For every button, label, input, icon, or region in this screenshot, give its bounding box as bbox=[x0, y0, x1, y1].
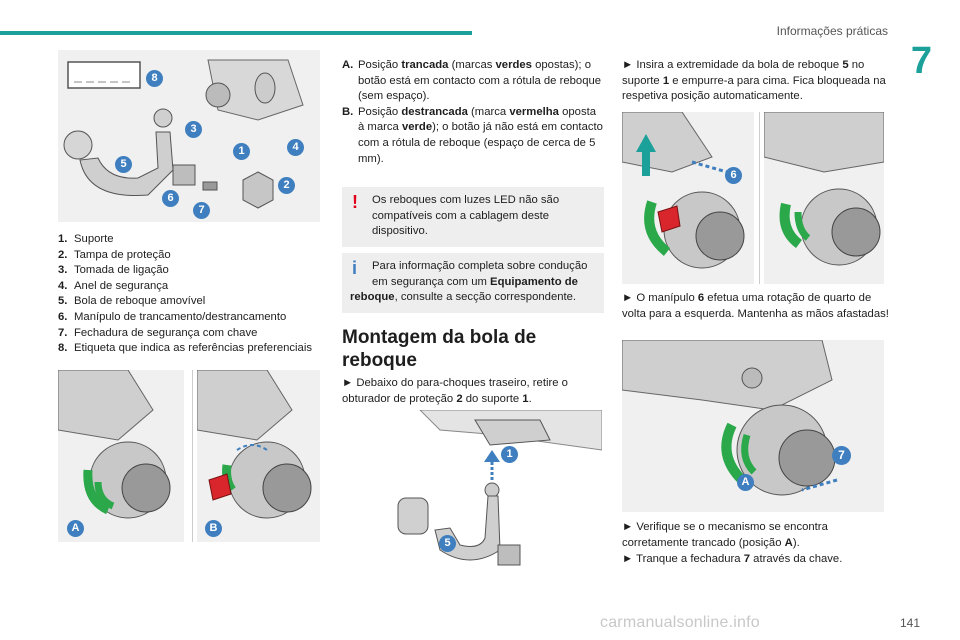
mounting-figure: 1 5 bbox=[380, 410, 602, 582]
section-heading: Montagem da bola de reboque bbox=[342, 327, 537, 371]
callout-7: 7 bbox=[193, 202, 210, 219]
section-title: Informações práticas bbox=[776, 24, 888, 38]
towbar-components-drawing bbox=[63, 59, 304, 209]
legend-item: 7.Fechadura de segurança com chave bbox=[58, 326, 258, 339]
unlocked-position-figure: B bbox=[197, 370, 320, 542]
protective-cap bbox=[63, 130, 93, 160]
position-b-label: B bbox=[205, 520, 222, 537]
info-note: i Para informação completa sobre conduçã… bbox=[342, 253, 604, 313]
legend-item: 3.Tomada de ligação bbox=[58, 264, 169, 277]
header-accent-bar bbox=[0, 31, 472, 35]
green-mark bbox=[83, 469, 111, 515]
step-3: ► O manípulo 6 efetua uma rotação de qua… bbox=[622, 292, 889, 320]
page-number: 141 bbox=[899, 616, 920, 630]
step-4: ► Verifique se o mecanismo se encontra c… bbox=[622, 521, 828, 549]
position-b-item: B. Posição destrancada (marca vermelha o… bbox=[342, 105, 603, 165]
step-5: ► Tranque a fechadura 7 através da chave… bbox=[622, 553, 843, 565]
mount-callout-1: 1 bbox=[501, 446, 518, 463]
legend-item: 5.Bola de reboque amovível bbox=[58, 295, 206, 308]
watermark: carmanualsonline.info bbox=[600, 614, 760, 631]
positions-description: A. Posição trancada (marcas verdes opost… bbox=[342, 58, 604, 167]
step-1: ► Debaixo do para-choques traseiro, reti… bbox=[342, 377, 568, 405]
callout-4: 4 bbox=[287, 139, 304, 156]
towbar-components-figure: 8 3 1 4 5 2 6 7 bbox=[58, 50, 320, 222]
legend-item: 8.Etiqueta que indica as referências pre… bbox=[58, 342, 313, 355]
locking-figure: 7 A bbox=[622, 340, 884, 512]
legend-item: 2.Tampa de proteção bbox=[58, 248, 171, 261]
callout-6: 6 bbox=[162, 190, 179, 207]
warning-note: ! Os reboques com luzes LED não são comp… bbox=[342, 187, 604, 247]
callout-3: 3 bbox=[185, 121, 202, 138]
chapter-number: 7 bbox=[910, 40, 932, 82]
insert-figure-right bbox=[764, 112, 884, 284]
warning-icon: ! bbox=[352, 192, 358, 212]
legend-item: 1.Suporte bbox=[58, 233, 114, 245]
callout-2: 2 bbox=[278, 177, 295, 194]
insert-callout-6: 6 bbox=[725, 167, 742, 184]
callout-1: 1 bbox=[233, 143, 250, 160]
lock-callout-a: A bbox=[737, 474, 754, 491]
mount-callout-5: 5 bbox=[439, 535, 456, 552]
step-2: ► Insira a extremidade da bola de reboqu… bbox=[622, 59, 886, 103]
lock-callout-7: 7 bbox=[832, 446, 851, 465]
locked-position-figure: A bbox=[58, 370, 184, 542]
reference-label-plate bbox=[67, 61, 141, 89]
legend-item: 6.Manípulo de trancamento/destrancamento bbox=[58, 310, 287, 323]
position-a-item: A. Posição trancada (marcas verdes opost… bbox=[342, 59, 602, 103]
legend-item: 4.Anel de segurança bbox=[58, 279, 169, 292]
red-mark bbox=[208, 473, 232, 501]
insert-figure-left: 6 bbox=[622, 112, 754, 284]
tow-ball-arm bbox=[79, 131, 174, 197]
figure-divider bbox=[192, 370, 193, 542]
security-ring bbox=[242, 171, 274, 209]
figure-divider bbox=[759, 112, 760, 284]
callout-8: 8 bbox=[146, 70, 163, 87]
callout-5: 5 bbox=[115, 156, 132, 173]
info-icon: i bbox=[352, 258, 358, 278]
components-legend: 1.Suporte 2.Tampa de proteção 3.Tomada d… bbox=[58, 232, 312, 357]
position-a-label: A bbox=[67, 520, 84, 537]
